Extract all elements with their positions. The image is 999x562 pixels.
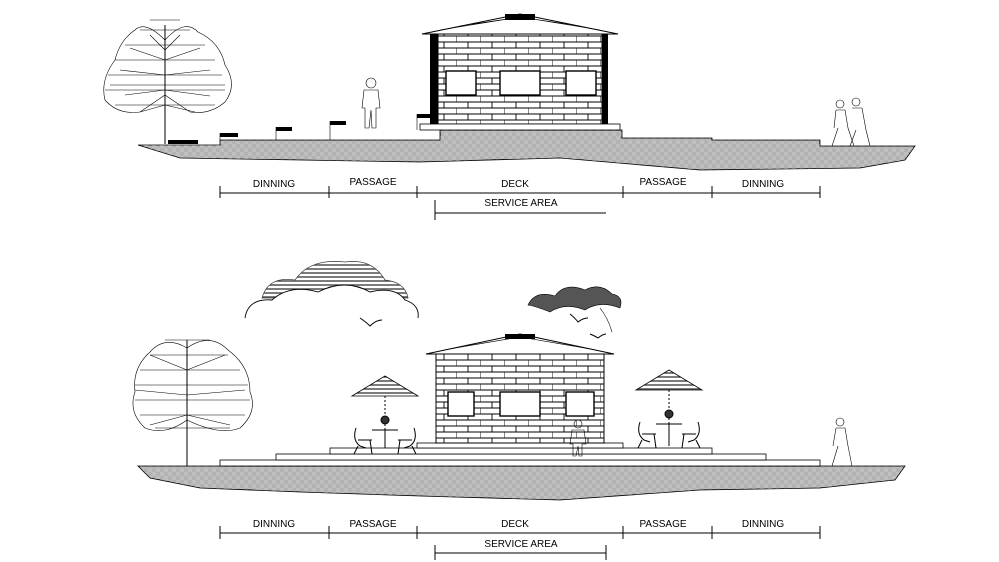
person-icon (361, 77, 381, 129)
window (565, 391, 595, 417)
zone-label: DECK (501, 179, 529, 190)
window (447, 391, 475, 417)
window (445, 70, 477, 96)
cloud-icon (244, 261, 419, 319)
zone-label: PASSAGE (639, 519, 686, 530)
steps-left (168, 114, 433, 144)
person-icon (831, 97, 871, 147)
service-area-label: SERVICE AREA (484, 539, 558, 550)
zone-label: DINNING (742, 519, 784, 530)
chair-icon (353, 427, 417, 455)
service-dimension (434, 200, 606, 220)
service-dimension (434, 545, 607, 560)
bird-icon (359, 313, 607, 339)
window (565, 70, 597, 96)
ground-hatch (137, 465, 906, 501)
dimension-line (219, 526, 821, 539)
zone-label: PASSAGE (349, 519, 396, 530)
zone-label: PASSAGE (349, 177, 396, 188)
building-lower (425, 333, 615, 444)
tree-icon (103, 19, 232, 144)
chair-icon (637, 421, 701, 449)
person-icon (831, 417, 853, 467)
cloud-icon (527, 286, 622, 333)
dimension-line (219, 186, 821, 198)
lower-elevation: DINNING PASSAGE DECK PASSAGE DINNING SER… (132, 261, 906, 560)
window (499, 70, 541, 96)
zone-label: PASSAGE (639, 177, 686, 188)
zone-label: DECK (501, 519, 529, 530)
upper-elevation: DINNING PASSAGE DECK PASSAGE DINNING SER… (103, 13, 916, 220)
building-upper (419, 13, 621, 131)
zone-label: DINNING (742, 179, 784, 190)
zone-label: DINNING (253, 179, 295, 190)
cafe-table-icon (372, 415, 398, 448)
tree-icon (132, 339, 253, 466)
person-icon (569, 419, 587, 457)
cafe-table-icon (656, 409, 682, 446)
service-area-label: SERVICE AREA (484, 198, 558, 209)
ground-hatch (137, 129, 916, 171)
zone-label: DINNING (253, 519, 295, 530)
window (499, 391, 541, 417)
